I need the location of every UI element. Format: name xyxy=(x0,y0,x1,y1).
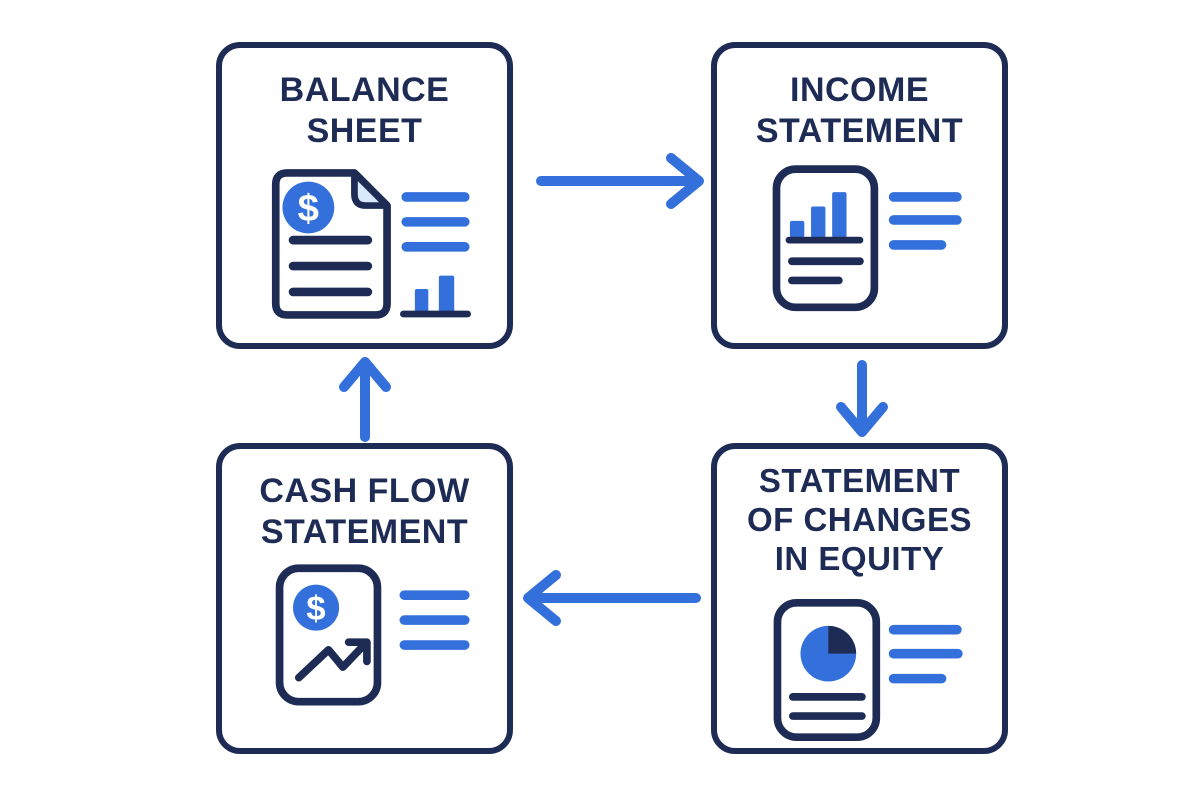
mini-bar-chart-icon xyxy=(400,275,472,318)
changes-in-equity-title: STATEMENT OF CHANGES IN EQUITY xyxy=(746,462,972,577)
dollar-sign: $ xyxy=(306,590,325,628)
node-income-statement: INCOME STATEMENT xyxy=(711,42,1008,349)
node-cash-flow-statement: CASH FLOW STATEMENT $ xyxy=(216,443,513,754)
dollar-circle-icon xyxy=(282,181,335,234)
arrow-balance-sheet-to-income-statement xyxy=(536,153,704,209)
pie-chart-icon xyxy=(800,625,857,682)
arrow-income-statement-to-changes-in-equity xyxy=(836,360,888,437)
dollar-sign: $ xyxy=(298,187,319,230)
income-statement-title: INCOME STATEMENT xyxy=(755,71,964,150)
dollar-circle-icon xyxy=(293,584,340,631)
trend-up-arrow-icon xyxy=(294,638,371,682)
node-changes-in-equity: STATEMENT OF CHANGES IN EQUITY xyxy=(711,443,1008,754)
arrow-cash-flow-statement-to-balance-sheet xyxy=(339,357,391,442)
cash-flow-statement-title: CASH FLOW STATEMENT xyxy=(259,472,470,551)
balance-sheet-title: BALANCE SHEET xyxy=(279,71,450,150)
arrow-changes-in-equity-to-cash-flow-statement xyxy=(523,570,701,626)
ascending-bar-chart-icon xyxy=(785,192,864,244)
node-balance-sheet: BALANCE SHEET $ xyxy=(216,42,513,349)
